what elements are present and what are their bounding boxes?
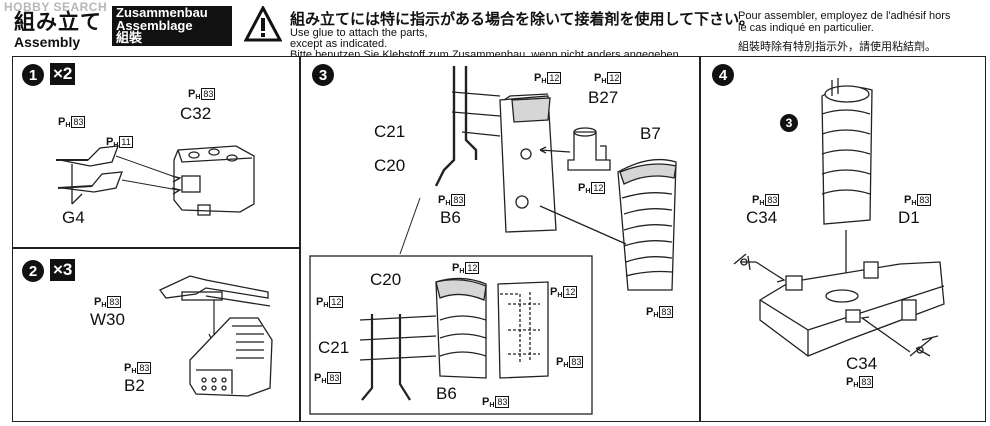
step-2-number: 2 — [22, 260, 44, 282]
part-label-b6: B6 — [440, 208, 461, 227]
assembly-title-jp: 組み立て — [14, 10, 102, 34]
part-label-b2: B2 — [124, 376, 145, 395]
step-1-number: 1 — [22, 64, 44, 86]
warning-icon — [244, 6, 282, 42]
part-label-c20: C20 — [374, 156, 406, 175]
part-label-c34: C34 — [746, 208, 778, 227]
assembly-title-cn: 組裝 — [116, 31, 143, 46]
glue-note-fr-1: Pour assembler, employez de l'adhésif ho… — [738, 10, 951, 22]
detail-label-c21: C21 — [318, 338, 350, 357]
step-1-panel — [12, 56, 300, 248]
part-label-c32: C32 — [180, 104, 212, 123]
part-label-c21: C21 — [374, 122, 406, 141]
step-4-number: 4 — [712, 64, 734, 86]
step-2-multiplier: ×3 — [50, 259, 76, 281]
assembly-title-fr: Assemblage — [116, 18, 193, 33]
part-b6-drawing — [499, 93, 557, 233]
part-label-b27: B27 — [588, 88, 619, 107]
step-3-number: 3 — [312, 64, 334, 86]
assembly-title-de: Zusammenbau — [116, 5, 208, 20]
watermark: HOBBY SEARCH — [4, 0, 108, 14]
glue-note-en-2: except as indicated. — [290, 38, 388, 50]
part-c34-drawing — [733, 253, 939, 357]
detail-label-b6: B6 — [436, 384, 457, 403]
step-3-reference: 3 — [780, 114, 798, 132]
part-b2-drawing — [189, 317, 273, 397]
step-1-multiplier: ×2 — [50, 63, 76, 85]
glue-note-en-1: Use glue to attach the parts, — [290, 27, 428, 39]
part-label-b7: B7 — [640, 124, 661, 143]
glue-note-jp: 組み立てには特に指示がある場合を除いて接着剤を使用して下さい。 — [290, 10, 755, 28]
detail-label-c20: C20 — [370, 270, 402, 289]
part-d1-drawing — [759, 261, 945, 357]
step3-assembly-drawing — [821, 78, 873, 225]
part-w30-drawing — [158, 275, 271, 307]
part-label-w30: W30 — [90, 310, 125, 329]
part-b7-drawing — [617, 158, 677, 291]
part-b27-drawing — [567, 127, 611, 171]
part-c20-c21-drawing — [434, 66, 501, 187]
assembly-title-box: Zusammenbau Assemblage 組裝 — [112, 6, 232, 46]
detail-drawing — [359, 277, 549, 401]
part-c32-drawing — [173, 145, 255, 216]
assembly-title-en: Assembly — [14, 34, 81, 50]
part-label-c34: C34 — [846, 354, 878, 373]
glue-note-cn: 組裝時除有特別指示外，請使用粘結劑。 — [738, 40, 936, 53]
part-g4-drawing — [56, 145, 123, 193]
glue-note-fr-2: le cas indiqué en particulier. — [738, 22, 874, 34]
part-label-g4: G4 — [62, 208, 85, 227]
part-label-d1: D1 — [898, 208, 920, 227]
